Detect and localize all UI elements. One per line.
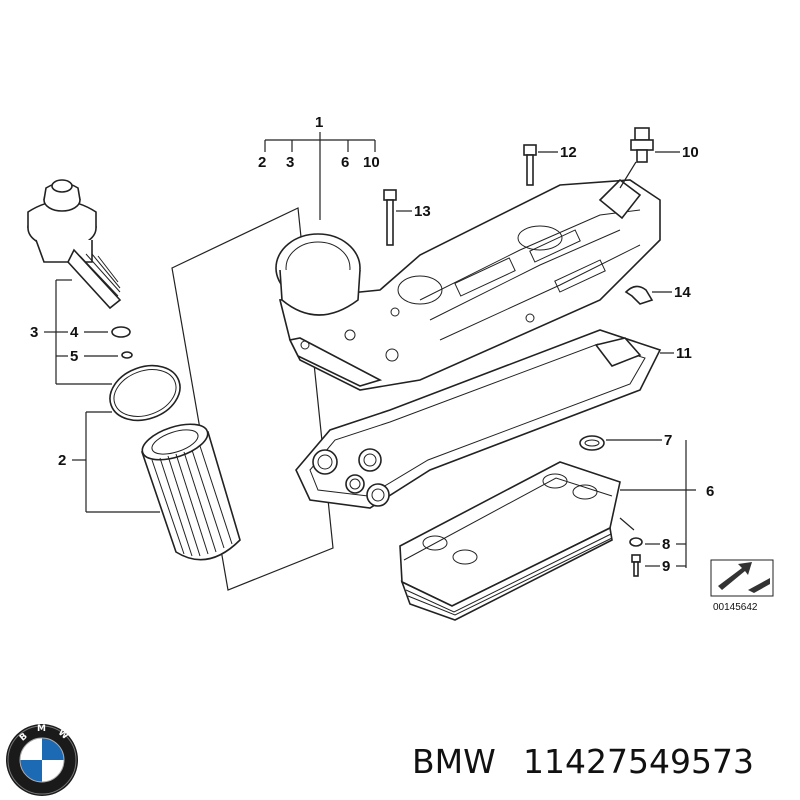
part-number: 11427549573 (523, 742, 754, 781)
callout-4: 4 (70, 324, 79, 341)
brand-name: BMW (412, 742, 496, 781)
bolt-12 (523, 144, 537, 186)
callout-group-3-4-5: 3 4 5 (30, 279, 118, 385)
washer-8 (629, 537, 643, 547)
oil-filter-housing (275, 178, 661, 391)
callout-3: 3 (30, 324, 38, 341)
callout-9: 9 (662, 558, 670, 575)
bmw-logo: B M W (6, 724, 78, 796)
callout-group-2: 2 (58, 411, 160, 513)
callout-1-sub-10: 10 (363, 154, 380, 171)
reference-box: 00145642 (710, 559, 774, 613)
svg-text:M: M (37, 724, 46, 734)
callout-14: 14 (674, 284, 691, 301)
callout-8: 8 (662, 536, 670, 553)
o-ring-5 (121, 351, 133, 359)
callout-group-1: 1 2 3 6 10 (258, 114, 380, 220)
callout-2: 2 (58, 452, 66, 469)
callout-1-sub-6: 6 (341, 154, 349, 171)
callout-group-6-8-9: 6 8 9 (619, 440, 714, 575)
oil-filter-cap (27, 179, 122, 310)
bolt-13 (383, 189, 397, 246)
oil-filter-element (140, 423, 241, 561)
callout-1-sub-2: 2 (258, 154, 266, 171)
callout-11: 11 (676, 345, 692, 362)
callout-12: 12 (560, 144, 577, 161)
seal-7 (579, 435, 605, 451)
oil-cooler-6 (399, 461, 621, 621)
clip-14 (624, 285, 654, 305)
callout-5: 5 (70, 348, 78, 365)
callout-13: 13 (414, 203, 431, 220)
callout-1-sub-3: 3 (286, 154, 294, 171)
callout-7: 7 (664, 432, 672, 449)
gasket-11 (295, 329, 662, 509)
svg-text:B: B (18, 731, 30, 743)
bolt-9 (631, 554, 641, 577)
callout-10: 10 (682, 144, 699, 161)
callout-6: 6 (706, 483, 714, 500)
reference-number: 00145642 (713, 602, 758, 613)
oil-sensor-10 (619, 127, 654, 189)
callout-1: 1 (315, 114, 323, 131)
o-ring-4 (111, 326, 131, 338)
filter-o-ring-large (109, 364, 181, 422)
